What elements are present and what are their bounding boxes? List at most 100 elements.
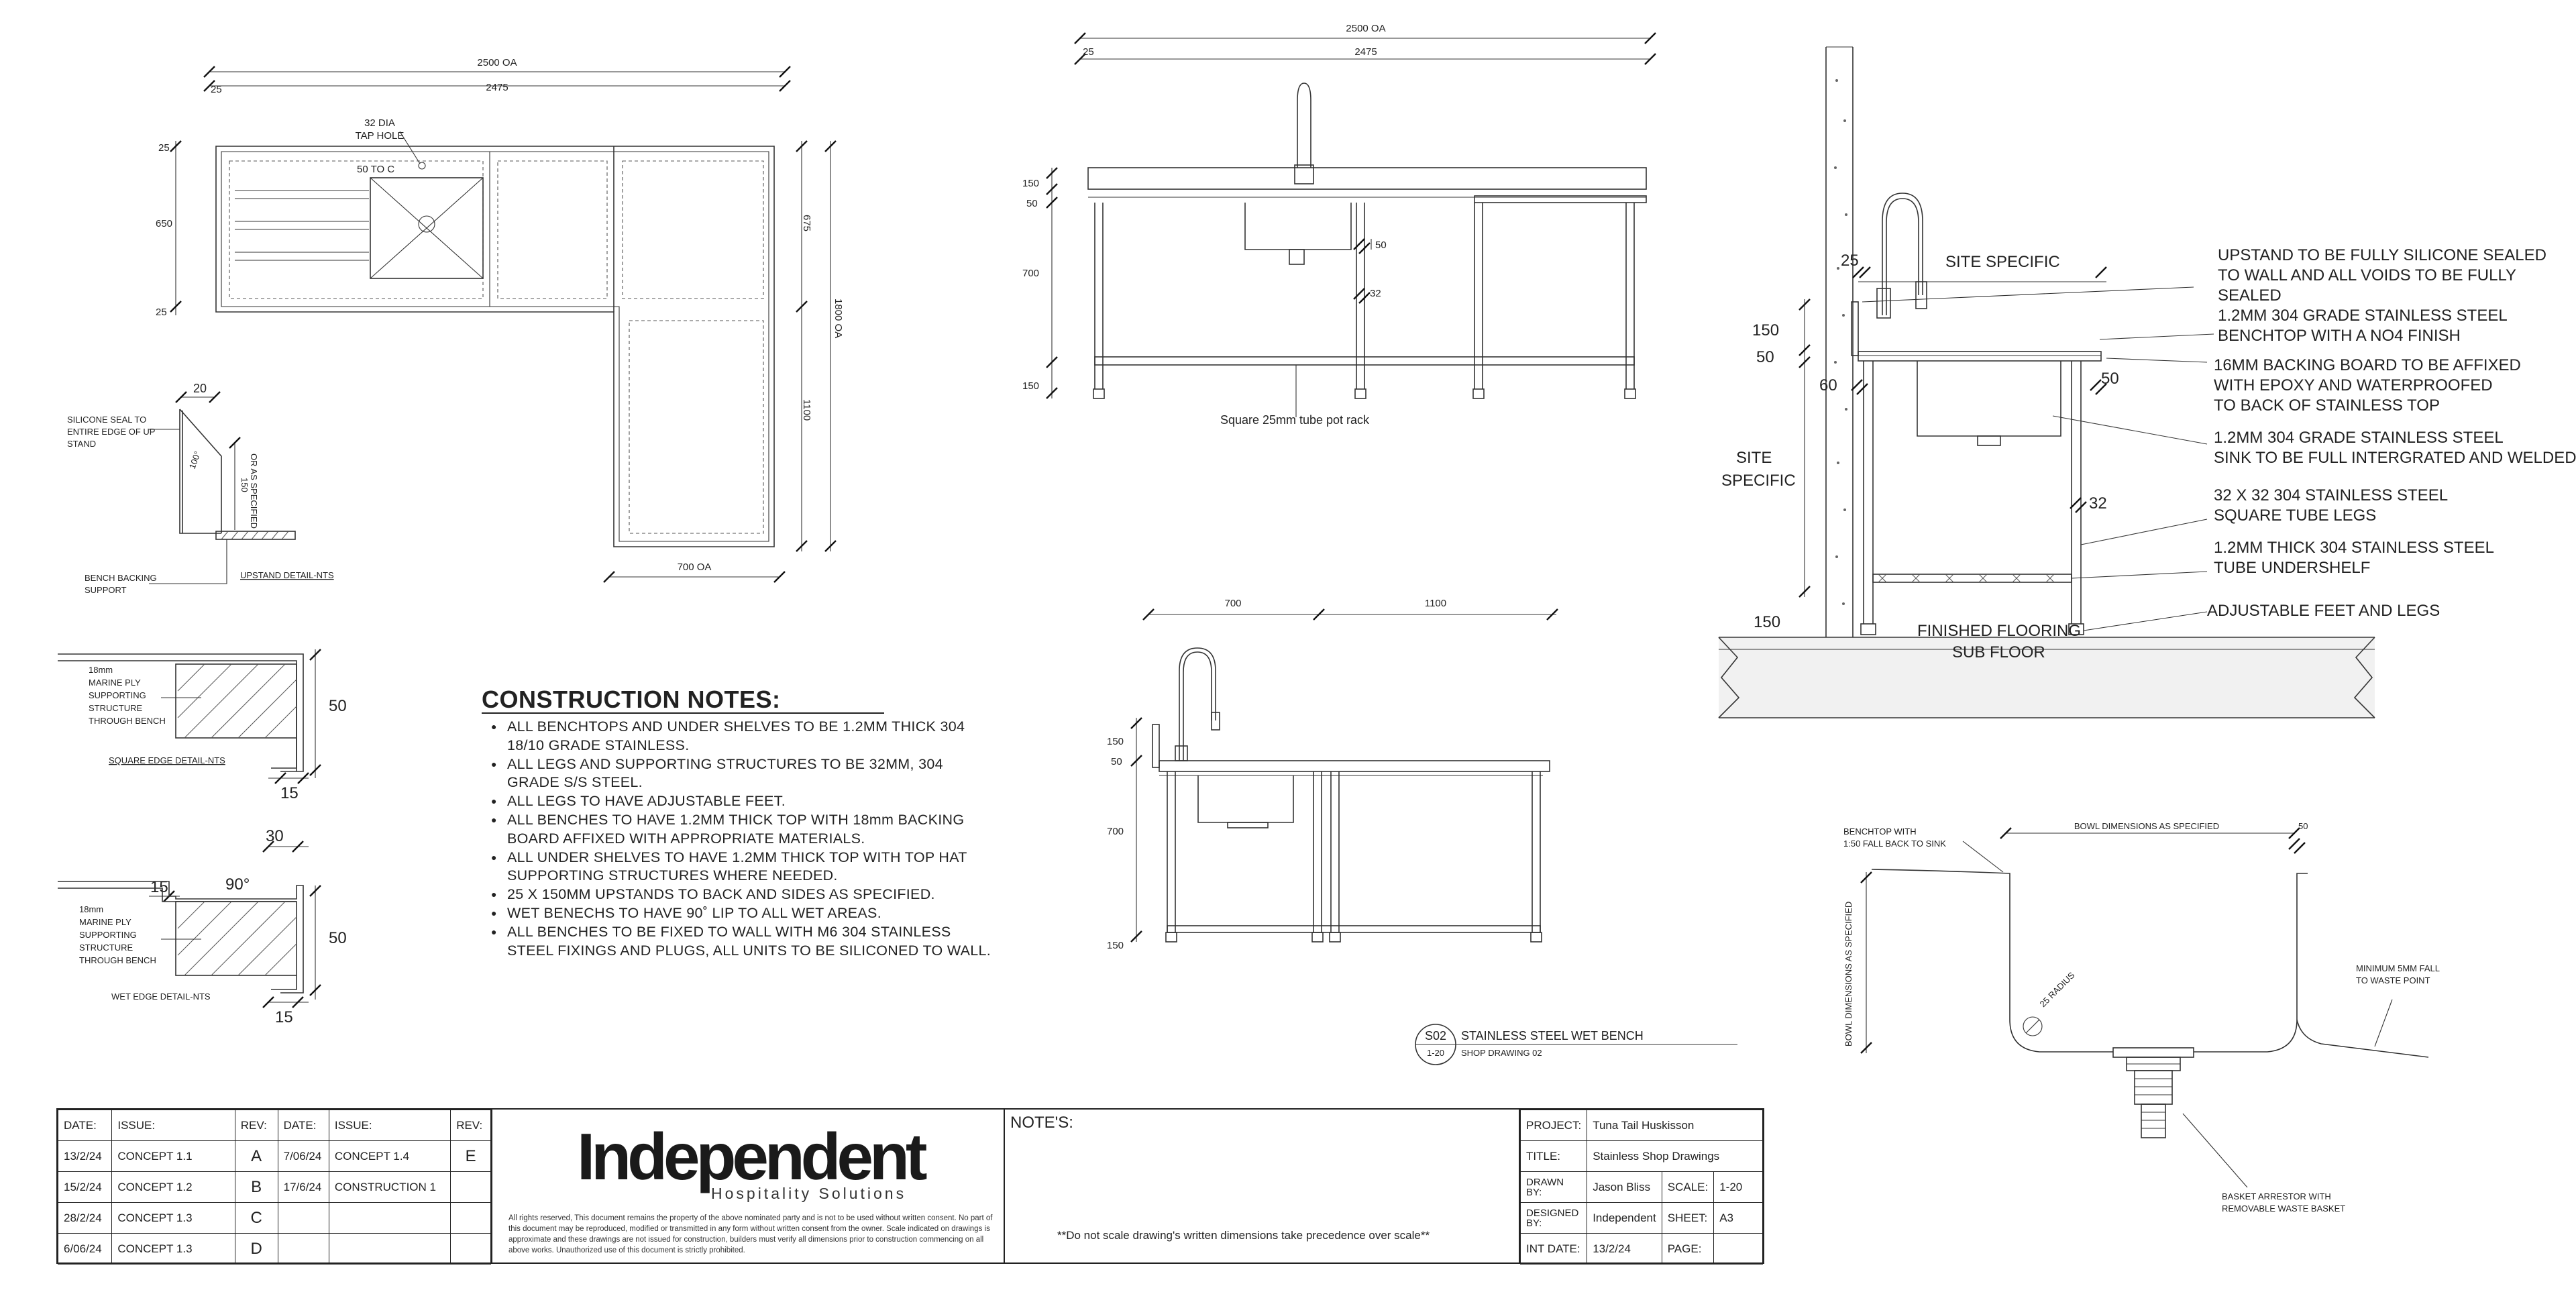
company-logo: Independent (577, 1120, 928, 1193)
silicone-label-1: SILICONE SEAL TO (67, 415, 146, 425)
section-50-dim-r: 50 (2101, 370, 2119, 388)
project-block: PROJECT: Tuna Tail Huskisson TITLE: Stai… (1519, 1108, 1764, 1265)
table-row: 6/06/24 CONCEPT 1.3 D (57, 1233, 491, 1265)
square-edge-detail: 50 15 18mm MARINE PLY SUPPORTING STRUCTU… (58, 649, 347, 802)
bowl-dims-label: BOWL DIMENSIONS AS SPECIFIED (2074, 821, 2219, 831)
scale-label: SCALE: (1661, 1171, 1715, 1203)
title-label: TITLE: (1519, 1140, 1588, 1172)
rev-header-date-2: DATE: (277, 1110, 329, 1141)
section-note-6a: 1.2MM THICK 304 STAINLESS STEEL (2214, 539, 2494, 557)
side-1100-dim: 1100 (1425, 598, 1446, 609)
drawn-label: DRAWN BY: (1519, 1171, 1588, 1203)
table-row: INT DATE: 13/2/24 PAGE: (1519, 1233, 1763, 1265)
rev-date: 13/2/24 (57, 1140, 113, 1172)
section-60-dim: 60 (1819, 376, 1837, 394)
wet-edge-50-dim: 50 (329, 929, 347, 947)
silicone-label-2: ENTIRE EDGE OF UP (67, 427, 155, 437)
rev-date-2: 7/06/24 (277, 1140, 329, 1172)
front-50-dim: 50 (1026, 198, 1038, 209)
drawing-scale: 1-20 (1427, 1048, 1444, 1058)
plan-total-depth-dim: 1800 OA (833, 299, 844, 338)
title-value: Stainless Shop Drawings (1587, 1140, 1763, 1172)
basket-label-2: REMOVABLE WASTE BASKET (2222, 1203, 2345, 1214)
sheet-value: A3 (1713, 1202, 1763, 1234)
rev-header-rev: REV: (234, 1110, 278, 1141)
rev-code: A (234, 1140, 278, 1172)
construction-note: ALL LEGS TO HAVE ADJUSTABLE FEET. (490, 792, 1000, 811)
upstand-spec-1: 150 (239, 478, 250, 492)
square-edge-caption: SQUARE EDGE DETAIL-NTS (109, 755, 225, 765)
plan-left-edge-dim: 25 (158, 142, 170, 154)
backing-label-2: SUPPORT (85, 585, 127, 595)
table-row: 15/2/24 CONCEPT 1.2 B 17/6/24 CONSTRUCTI… (57, 1171, 491, 1203)
table-row: PROJECT: Tuna Tail Huskisson (1519, 1110, 1763, 1141)
section-note-5b: SQUARE TUBE LEGS (2214, 506, 2376, 525)
table-row: 13/2/24 CONCEPT 1.1 A 7/06/24 CONCEPT 1.… (57, 1140, 491, 1172)
rev-code-2 (450, 1233, 491, 1265)
pot-rack-caption: Square 25mm tube pot rack (1220, 413, 1370, 427)
rev-date: 28/2/24 (57, 1202, 113, 1234)
rev-issue-2: CONCEPT 1.4 (328, 1140, 451, 1172)
wet-edge-label-2: MARINE PLY (79, 917, 131, 927)
rev-code-2 (450, 1202, 491, 1234)
plan-view: 2500 OA 25 2475 32 DIA TAP HOLE 50 TO C (156, 57, 844, 583)
side-50-dim: 50 (1111, 756, 1122, 767)
section-note-3b: WITH EPOXY AND WATERPROOFED (2214, 376, 2493, 394)
section-note-2a: 1.2MM 304 GRADE STAINLESS STEEL (2218, 307, 2508, 325)
table-row: DESIGNED BY: Independent SHEET: A3 (1519, 1202, 1763, 1234)
bowl-fall-1: BENCHTOP WITH (1843, 826, 1917, 837)
square-edge-label-5: THROUGH BENCH (89, 716, 166, 726)
front-150-dim: 150 (1022, 178, 1039, 189)
side-700-dim: 700 (1224, 598, 1241, 609)
front-32-dim: 32 (1370, 288, 1381, 299)
tap-offset-label: 50 TO C (357, 164, 394, 175)
rev-date-2 (277, 1233, 329, 1265)
silicone-label-3: STAND (67, 439, 96, 449)
upstand-spec-2: OR AS SPECIFIED (249, 453, 259, 529)
drawing-sub: SHOP DRAWING 02 (1461, 1048, 1542, 1058)
section-25-dim: 25 (1841, 252, 1859, 270)
section-note-7: ADJUSTABLE FEET AND LEGS (2207, 602, 2440, 620)
section-note-3c: TO BACK OF STAINLESS TOP (2214, 396, 2440, 415)
rev-header-issue: ISSUE: (111, 1110, 235, 1141)
section-site-2: SPECIFIC (1721, 472, 1796, 490)
wet-edge-15-dim-b: 15 (275, 1008, 293, 1026)
plan-return-length-dim: 1100 (801, 399, 812, 421)
upstand-detail: 20 100° 150 OR AS SPECIFIED SILICONE SEA… (67, 382, 334, 595)
front-overall-dim: 2500 OA (1346, 23, 1385, 34)
rev-issue-2 (328, 1202, 451, 1234)
section-150-dim: 150 (1752, 321, 1779, 339)
notes-box-warning: **Do not scale drawing's written dimensi… (1057, 1229, 1430, 1242)
front-700-dim: 700 (1022, 268, 1039, 279)
section-50-dim: 50 (1756, 348, 1774, 366)
rev-code: D (234, 1233, 278, 1265)
construction-note: WET BENECHS TO HAVE 90˚ LIP TO ALL WET A… (490, 904, 1000, 923)
wet-edge-label-1: 18mm (79, 904, 103, 914)
bowl-vertical-label: BOWL DIMENSIONS AS SPECIFIED (1843, 902, 1854, 1046)
square-edge-label-3: SUPPORTING (89, 690, 146, 700)
tap-hole-label-2: TAP HOLE (356, 130, 405, 142)
project-value: Tuna Tail Huskisson (1587, 1110, 1763, 1141)
section-note-1c: SEALED (2218, 286, 2282, 305)
backing-label-1: BENCH BACKING (85, 573, 157, 583)
plan-inner-dim: 2475 (486, 82, 508, 93)
rev-header-rev-2: REV: (450, 1110, 491, 1141)
designed-label: DESIGNED BY: (1519, 1202, 1588, 1234)
table-row: DRAWN BY: Jason Bliss SCALE: 1-20 (1519, 1171, 1763, 1203)
section-note-1b: TO WALL AND ALL VOIDS TO BE FULLY (2218, 266, 2516, 284)
int-date-label: INT DATE: (1519, 1233, 1588, 1265)
front-elevation: 2500 OA 25 2475 Square 25mm tube pot rac… (1022, 23, 1656, 427)
table-row: 28/2/24 CONCEPT 1.3 C (57, 1202, 491, 1234)
bowl-fall-2: 1:50 FALL BACK TO SINK (1843, 839, 1946, 849)
construction-note: ALL BENCHTOPS AND UNDER SHELVES TO BE 1.… (490, 718, 1000, 755)
section-note-2b: BENCHTOP WITH A NO4 FINISH (2218, 327, 2461, 345)
section-site-specific-top: SITE SPECIFIC (1945, 253, 2060, 271)
construction-note: ALL BENCHES TO BE FIXED TO WALL WITH M6 … (490, 923, 1000, 961)
plan-left-edge-dim-2: 25 (156, 307, 167, 318)
rev-code-2: E (450, 1140, 491, 1172)
wet-edge-label-3: SUPPORTING (79, 930, 137, 940)
drawn-value: Jason Bliss (1587, 1171, 1662, 1203)
plan-depth-dim: 650 (156, 218, 172, 229)
front-150-dim-b: 150 (1022, 380, 1039, 392)
